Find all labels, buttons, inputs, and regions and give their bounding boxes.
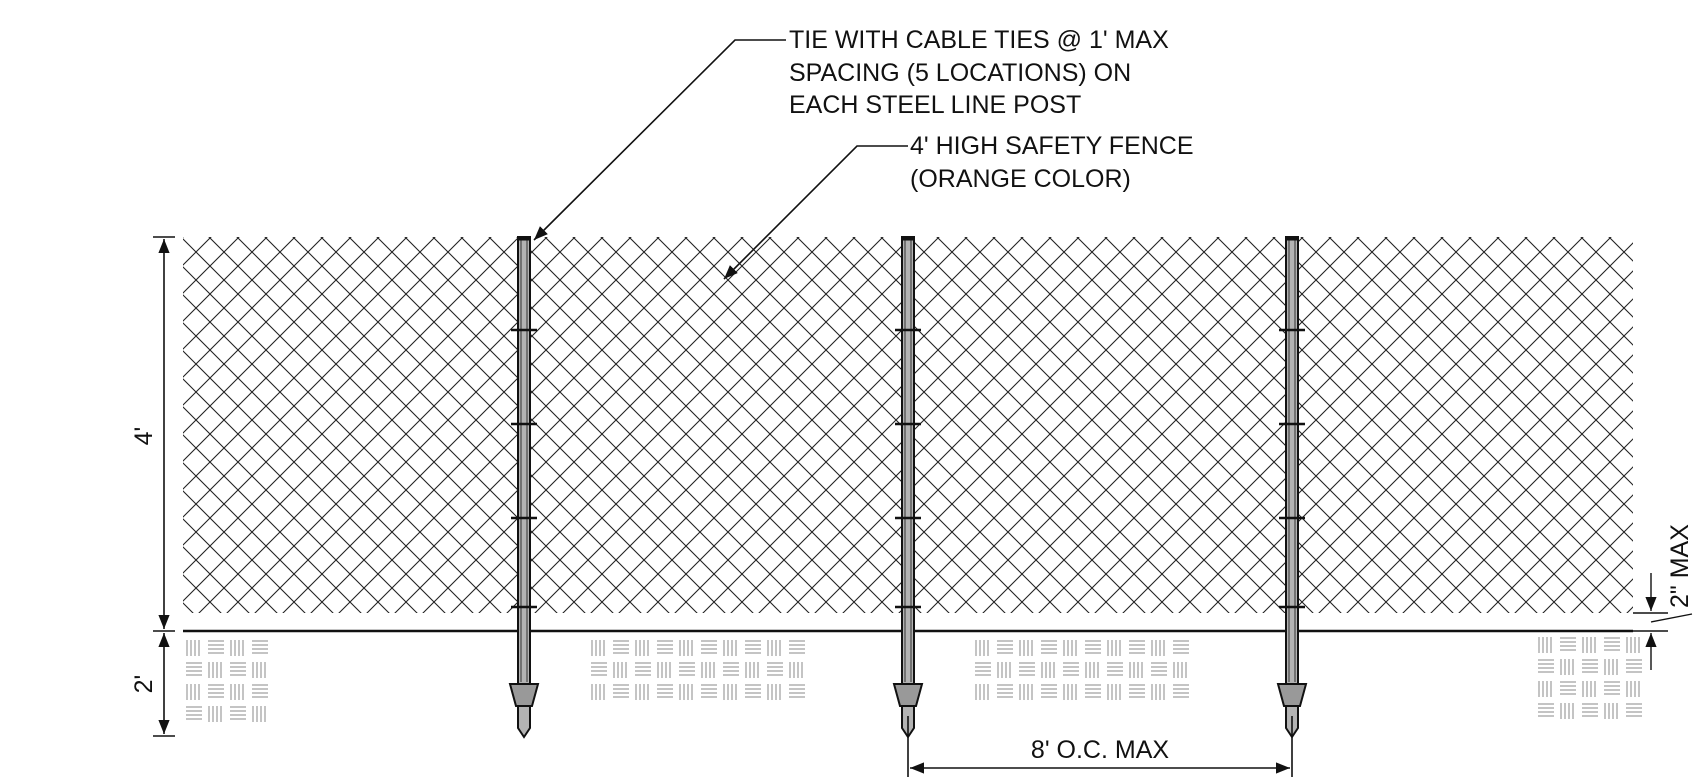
safety-fence-callout: 4' HIGH SAFETY FENCE (ORANGE COLOR) xyxy=(723,132,1194,280)
safety-fence-note-line-1: 4' HIGH SAFETY FENCE xyxy=(910,132,1194,160)
cable-ties-note-line-1: TIE WITH CABLE TIES @ 1' MAX xyxy=(789,26,1169,54)
safety-fence-leader xyxy=(723,145,908,280)
fence-height-label: 4' xyxy=(130,427,158,446)
bottom-gap-dimension: 2" MAX xyxy=(1633,524,1694,670)
soil-hatch-patch xyxy=(1538,637,1642,719)
post-spacing-dimension: 8' O.C. MAX xyxy=(907,716,1293,777)
post-spacing-label: 8' O.C. MAX xyxy=(1031,736,1169,764)
soil-hatch-patch xyxy=(975,640,1189,700)
embedment-depth-label: 2' xyxy=(130,675,158,694)
steel-line-posts xyxy=(508,236,1308,739)
safety-fence-note-line-2: (ORANGE COLOR) xyxy=(910,165,1131,193)
soil-hatch-patch xyxy=(186,640,268,722)
soil-hatch-patch xyxy=(591,640,805,700)
cable-ties-leader xyxy=(533,39,786,241)
bottom-gap-label: 2" MAX xyxy=(1666,524,1694,608)
steel-line-post xyxy=(508,236,540,739)
steel-line-post xyxy=(1276,236,1308,739)
cable-ties-callout: TIE WITH CABLE TIES @ 1' MAX SPACING (5 … xyxy=(533,26,1169,241)
soil-hatching xyxy=(186,637,1642,722)
height-dimension: 4' 2' xyxy=(130,236,175,737)
cable-ties-note-line-3: EACH STEEL LINE POST xyxy=(789,91,1081,119)
cable-ties-note-line-2: SPACING (5 LOCATIONS) ON xyxy=(789,59,1131,87)
